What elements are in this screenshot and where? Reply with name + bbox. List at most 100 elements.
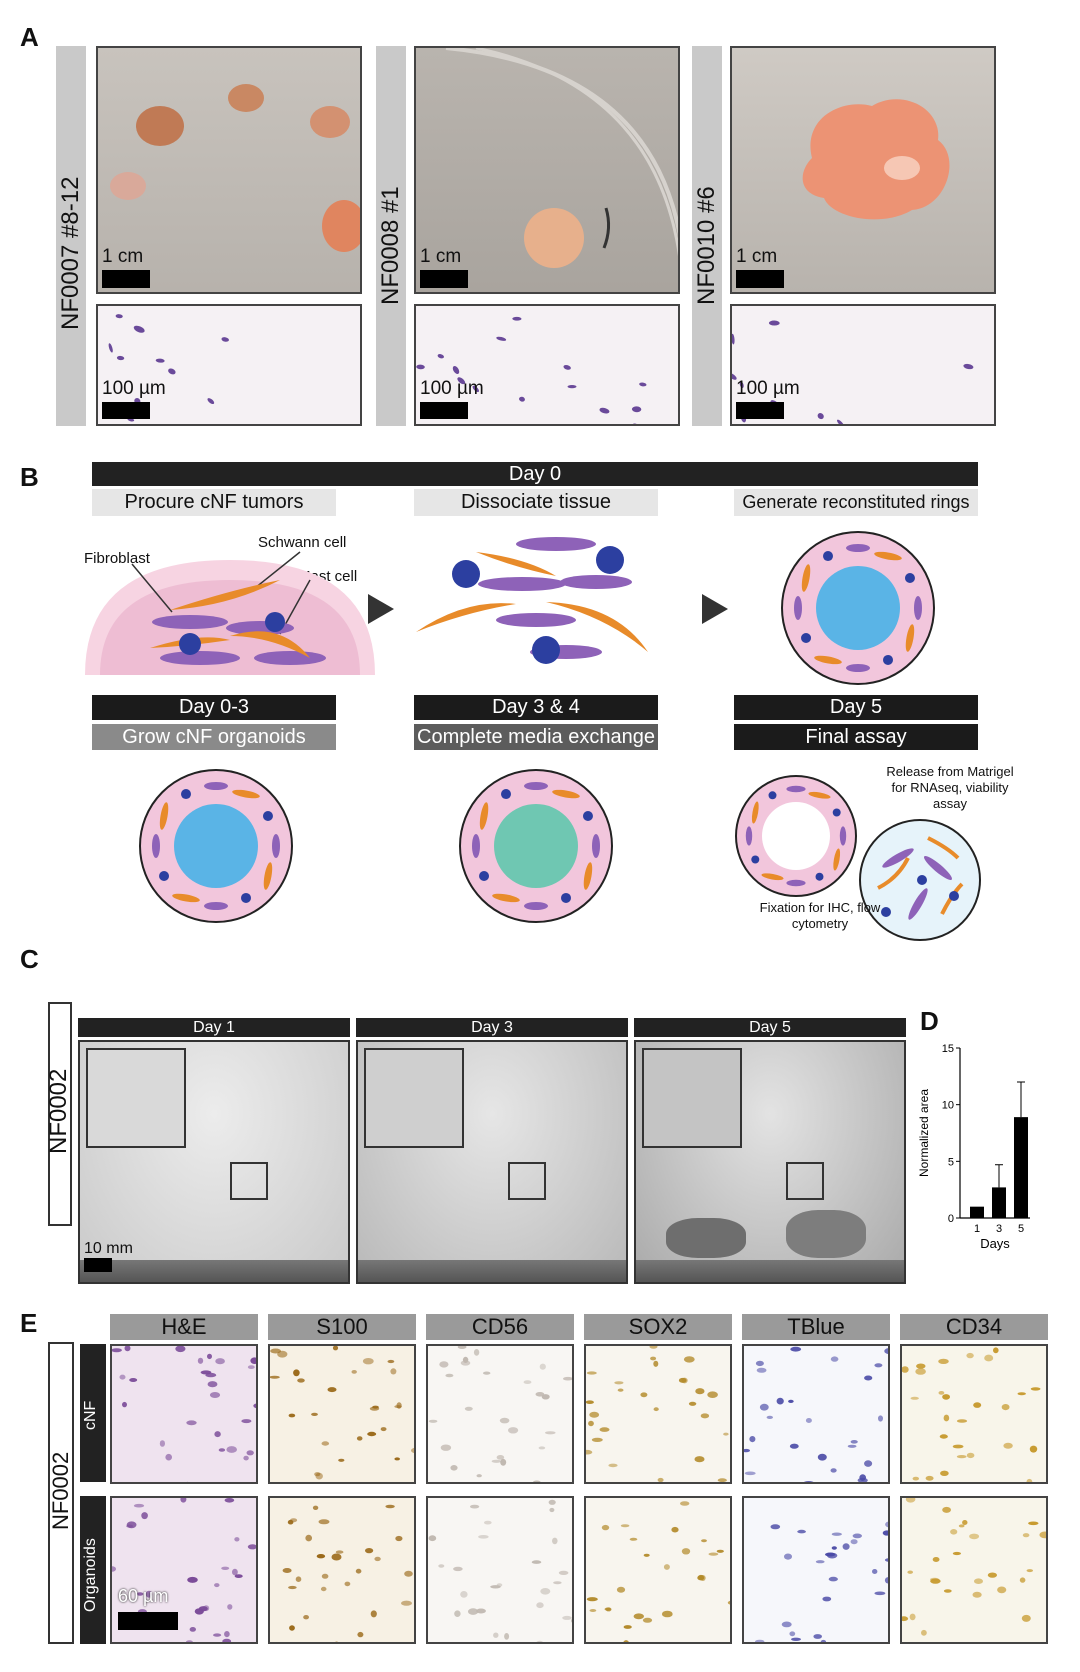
stained-nucleus <box>247 1365 255 1369</box>
nucleus <box>472 385 480 393</box>
histo-scale-bar <box>102 402 150 419</box>
schwann-label: Schwann cell <box>258 534 347 551</box>
schwann-cell <box>159 802 169 830</box>
stained-nucleus <box>159 1440 165 1447</box>
stained-nucleus <box>915 1368 926 1375</box>
step-dissociate: Dissociate tissue <box>414 489 658 516</box>
stained-nucleus <box>864 1460 873 1467</box>
stained-nucleus <box>744 1448 750 1453</box>
stained-nucleus <box>1026 1478 1033 1482</box>
stained-nucleus <box>234 1537 240 1542</box>
stained-nucleus <box>532 1480 541 1482</box>
stained-nucleus <box>277 1350 288 1358</box>
tumor-photo <box>96 46 362 294</box>
schwann-cell <box>761 873 784 881</box>
stained-nucleus <box>653 1360 659 1367</box>
stained-nucleus <box>930 1578 941 1584</box>
stained-nucleus <box>770 1524 781 1530</box>
stained-nucleus <box>428 1535 437 1542</box>
stained-nucleus <box>942 1394 950 1400</box>
stained-nucleus <box>370 1610 377 1618</box>
stained-nucleus <box>453 1566 463 1572</box>
stained-nucleus <box>454 1610 461 1617</box>
well-edge <box>636 1260 904 1282</box>
stained-nucleus <box>755 1639 765 1642</box>
nucleus <box>168 368 176 375</box>
stained-nucleus <box>250 1357 256 1364</box>
organoid-ring-diagram <box>139 769 293 923</box>
day5-header: Day 5 <box>634 1018 906 1037</box>
stained-nucleus <box>723 1432 729 1436</box>
photo-scale-bar <box>102 270 150 288</box>
stained-nucleus <box>241 1419 252 1424</box>
stained-nucleus <box>500 1458 507 1466</box>
stain-header: SOX2 <box>584 1314 732 1340</box>
nucleus <box>963 363 974 370</box>
mast-cell <box>883 654 893 665</box>
stained-nucleus <box>974 1578 983 1584</box>
stained-nucleus <box>956 1419 968 1423</box>
stained-nucleus <box>141 1512 148 1520</box>
fibroblast-cell <box>524 902 548 910</box>
stained-nucleus <box>367 1431 377 1437</box>
brightfield-image-day1 <box>78 1040 350 1284</box>
stained-nucleus <box>864 1375 873 1381</box>
step-procure: Procure cNF tumors <box>92 489 336 516</box>
well-edge <box>80 1260 348 1282</box>
stained-nucleus <box>404 1570 413 1577</box>
stained-nucleus <box>776 1397 784 1405</box>
brightfield-scale-label: 10 mm <box>84 1240 133 1257</box>
day-0-3-header: Day 0-3 <box>92 695 336 720</box>
stained-nucleus <box>136 1592 144 1596</box>
stained-nucleus <box>571 1618 572 1623</box>
stained-nucleus <box>548 1499 556 1505</box>
stained-nucleus <box>695 1388 705 1395</box>
stained-nucleus <box>717 1478 727 1482</box>
stained-nucleus <box>803 1481 814 1482</box>
stained-nucleus <box>822 1596 832 1602</box>
stained-nucleus <box>305 1534 312 1542</box>
stained-nucleus <box>727 1600 730 1605</box>
fibroblast-cell <box>839 826 847 846</box>
stained-nucleus <box>817 1453 827 1461</box>
fibroblast-cell <box>745 826 753 846</box>
stained-nucleus <box>593 1642 598 1644</box>
stained-nucleus <box>874 1363 883 1368</box>
stained-nucleus <box>531 1560 542 1564</box>
organoid-cluster <box>666 1218 746 1258</box>
day-3-4-header: Day 3 & 4 <box>414 695 658 720</box>
x-tick-label: 3 <box>996 1223 1002 1235</box>
stained-nucleus <box>950 1642 960 1644</box>
mast-cell <box>159 871 170 881</box>
stained-nucleus <box>213 1633 222 1637</box>
y-tick-label: 15 <box>942 1043 954 1055</box>
stained-nucleus <box>831 1532 842 1536</box>
stained-nucleus <box>356 1436 363 1441</box>
stained-nucleus <box>112 1348 122 1353</box>
stained-nucleus <box>365 1548 374 1554</box>
stained-nucleus <box>327 1387 337 1393</box>
row-tab-organoids <box>80 1496 106 1644</box>
reconstituted-ring-diagram <box>781 531 935 685</box>
stained-nucleus <box>649 1346 658 1349</box>
stained-nucleus <box>789 1631 796 1637</box>
stained-nucleus <box>589 1411 600 1418</box>
stained-nucleus <box>332 1346 339 1351</box>
stained-nucleus <box>925 1475 934 1481</box>
stained-nucleus <box>671 1526 679 1533</box>
stained-nucleus <box>749 1436 756 1443</box>
stained-nucleus <box>902 1366 909 1373</box>
stained-nucleus <box>830 1356 839 1362</box>
stained-nucleus <box>460 1591 468 1598</box>
nucleus <box>416 364 425 370</box>
zoom-region <box>230 1162 268 1200</box>
nucleus <box>519 396 525 402</box>
stained-nucleus <box>972 1591 982 1598</box>
stained-nucleus <box>657 1477 664 1482</box>
schwann-cell <box>492 893 520 903</box>
stained-nucleus <box>535 1392 545 1397</box>
stained-nucleus <box>221 1566 230 1570</box>
stained-nucleus <box>218 1448 226 1452</box>
schwann-cell <box>833 848 841 871</box>
stained-nucleus <box>707 1391 718 1398</box>
